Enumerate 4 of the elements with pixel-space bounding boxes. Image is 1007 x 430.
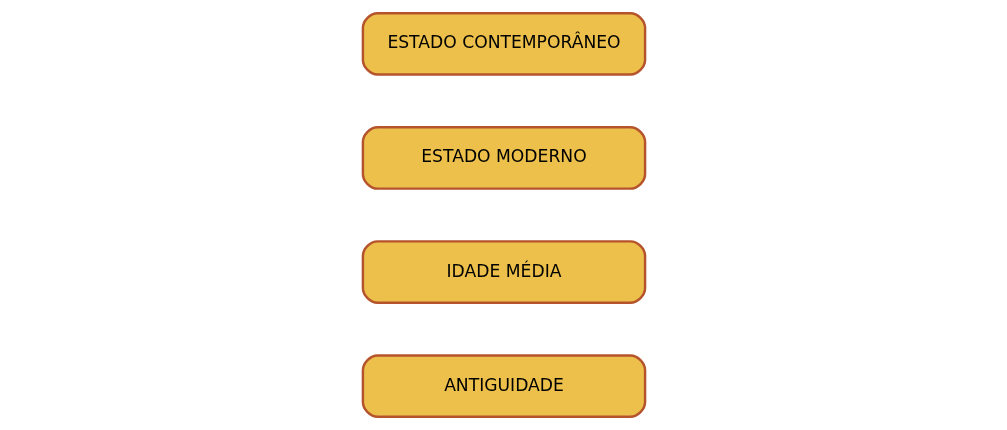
node-box: ESTADO MODERNO [361, 126, 646, 190]
node-box: IDADE MÉDIA [361, 240, 646, 304]
node-box: ESTADO CONTEMPORÂNEO [361, 11, 646, 76]
node-box: ANTIGUIDADE [361, 354, 646, 419]
